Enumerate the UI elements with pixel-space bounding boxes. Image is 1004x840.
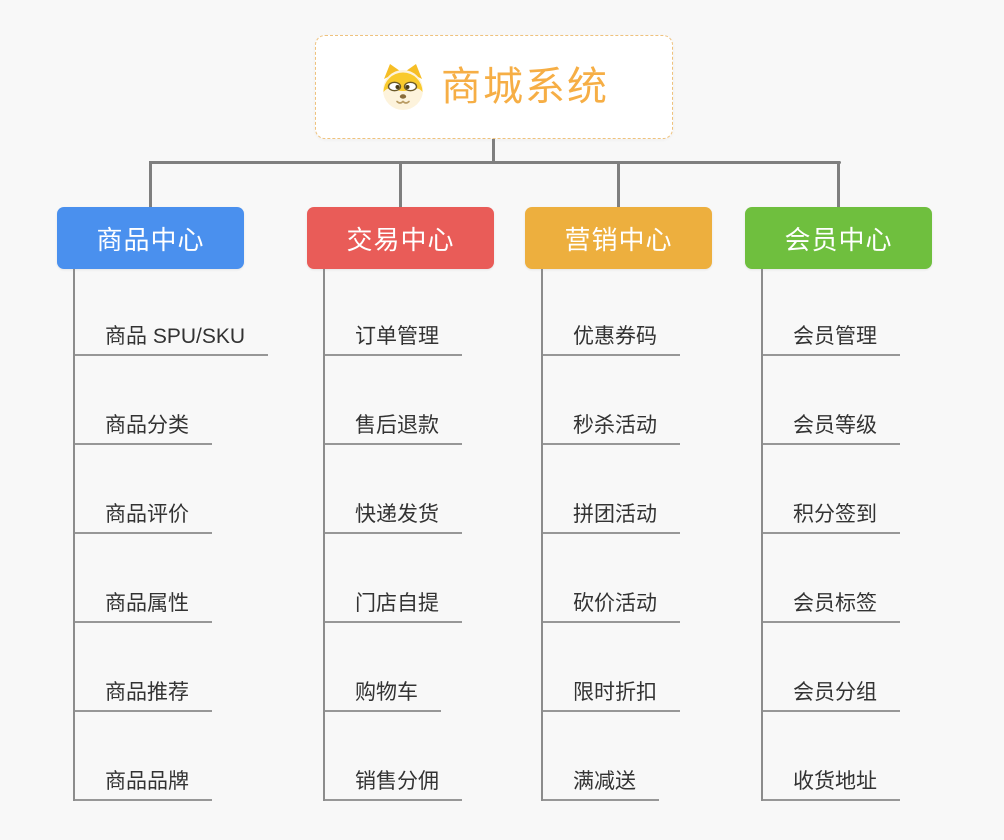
subtopic-row: 砍价活动 bbox=[541, 534, 771, 623]
branch-children-trade: 订单管理 售后退款 快递发货 门店自提 购物车 销售分佣 bbox=[323, 269, 553, 801]
subtopic-row: 秒杀活动 bbox=[541, 356, 771, 445]
subtopic-label[interactable]: 会员等级 bbox=[761, 415, 900, 445]
subtopic-label[interactable]: 积分签到 bbox=[761, 504, 900, 534]
root-topic-title: 商城系统 bbox=[441, 65, 609, 109]
subtopic-row: 快递发货 bbox=[323, 445, 553, 534]
subtopic-label[interactable]: 会员管理 bbox=[761, 326, 900, 356]
subtopic-label[interactable]: 收货地址 bbox=[761, 771, 900, 801]
subtopic-label[interactable]: 限时折扣 bbox=[541, 682, 680, 712]
root-topic[interactable]: 商城系统 bbox=[315, 35, 673, 139]
branch-box-products[interactable]: 商品中心 bbox=[57, 207, 244, 269]
branch-spine bbox=[323, 269, 325, 801]
subtopic-label[interactable]: 商品品牌 bbox=[73, 771, 212, 801]
subtopic-label[interactable]: 砍价活动 bbox=[541, 593, 680, 623]
subtopic-label[interactable]: 门店自提 bbox=[323, 593, 462, 623]
connector-horizontal-bar bbox=[149, 161, 841, 164]
connector-drop-marketing bbox=[617, 161, 620, 209]
subtopic-label[interactable]: 快递发货 bbox=[323, 504, 462, 534]
subtopic-label[interactable]: 商品 SPU/SKU bbox=[73, 326, 269, 356]
branch-box-members[interactable]: 会员中心 bbox=[745, 207, 932, 269]
subtopic-label[interactable]: 拼团活动 bbox=[541, 504, 680, 534]
subtopic-label[interactable]: 会员标签 bbox=[761, 593, 900, 623]
subtopic-label[interactable]: 商品评价 bbox=[73, 504, 212, 534]
subtopic-row: 收货地址 bbox=[761, 712, 991, 801]
subtopic-label[interactable]: 购物车 bbox=[323, 682, 441, 712]
subtopic-row: 订单管理 bbox=[323, 269, 553, 356]
subtopic-row: 会员管理 bbox=[761, 269, 991, 356]
subtopic-row: 满减送 bbox=[541, 712, 771, 801]
connector-drop-trade bbox=[399, 161, 402, 209]
subtopic-row: 商品品牌 bbox=[73, 712, 303, 801]
subtopic-row: 限时折扣 bbox=[541, 623, 771, 712]
branch-children-marketing: 优惠券码 秒杀活动 拼团活动 砍价活动 限时折扣 满减送 bbox=[541, 269, 771, 801]
connector-drop-products bbox=[149, 161, 152, 209]
subtopic-row: 优惠券码 bbox=[541, 269, 771, 356]
subtopic-row: 购物车 bbox=[323, 623, 553, 712]
subtopic-label[interactable]: 秒杀活动 bbox=[541, 415, 680, 445]
branch-box-marketing[interactable]: 营销中心 bbox=[525, 207, 712, 269]
connector-drop-members bbox=[837, 161, 840, 209]
subtopic-row: 会员分组 bbox=[761, 623, 991, 712]
subtopic-row: 商品 SPU/SKU bbox=[73, 269, 303, 356]
subtopic-label[interactable]: 商品属性 bbox=[73, 593, 212, 623]
subtopic-label[interactable]: 会员分组 bbox=[761, 682, 900, 712]
subtopic-row: 门店自提 bbox=[323, 534, 553, 623]
branch-spine bbox=[541, 269, 543, 801]
subtopic-row: 商品评价 bbox=[73, 445, 303, 534]
subtopic-label[interactable]: 售后退款 bbox=[323, 415, 462, 445]
subtopic-row: 会员标签 bbox=[761, 534, 991, 623]
subtopic-row: 销售分佣 bbox=[323, 712, 553, 801]
branch-spine bbox=[761, 269, 763, 801]
subtopic-row: 积分签到 bbox=[761, 445, 991, 534]
dog-icon bbox=[383, 64, 423, 110]
branch-spine bbox=[73, 269, 75, 801]
subtopic-label[interactable]: 销售分佣 bbox=[323, 771, 462, 801]
connector-root-drop bbox=[492, 139, 495, 164]
subtopic-row: 拼团活动 bbox=[541, 445, 771, 534]
subtopic-row: 售后退款 bbox=[323, 356, 553, 445]
subtopic-row: 会员等级 bbox=[761, 356, 991, 445]
subtopic-label[interactable]: 优惠券码 bbox=[541, 326, 680, 356]
branch-children-products: 商品 SPU/SKU 商品分类 商品评价 商品属性 商品推荐 商品品牌 bbox=[73, 269, 303, 801]
subtopic-label[interactable]: 满减送 bbox=[541, 771, 659, 801]
subtopic-label[interactable]: 订单管理 bbox=[323, 326, 462, 356]
subtopic-row: 商品推荐 bbox=[73, 623, 303, 712]
subtopic-row: 商品分类 bbox=[73, 356, 303, 445]
subtopic-label[interactable]: 商品推荐 bbox=[73, 682, 212, 712]
subtopic-label[interactable]: 商品分类 bbox=[73, 415, 212, 445]
branch-box-trade[interactable]: 交易中心 bbox=[307, 207, 494, 269]
branch-children-members: 会员管理 会员等级 积分签到 会员标签 会员分组 收货地址 bbox=[761, 269, 991, 801]
subtopic-row: 商品属性 bbox=[73, 534, 303, 623]
